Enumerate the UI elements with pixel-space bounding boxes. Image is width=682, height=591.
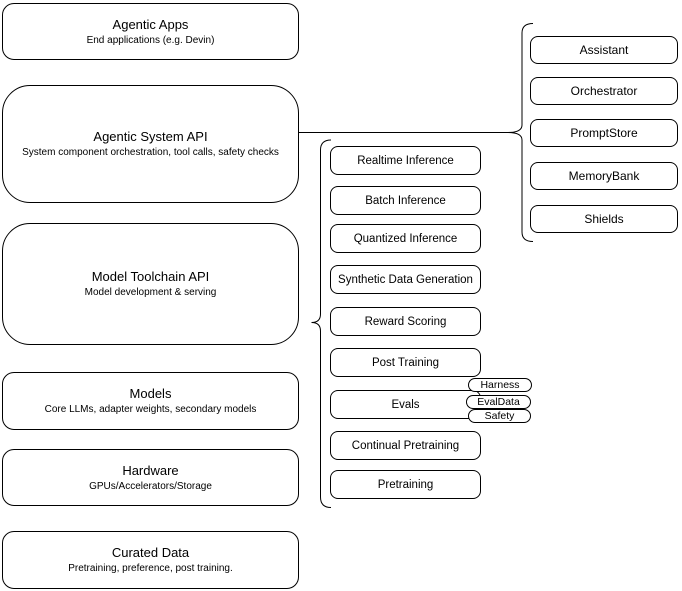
box-subtitle: System component orchestration, tool cal… — [22, 147, 279, 158]
toolchain-item-continual-pretraining: Continual Pretraining — [330, 431, 481, 460]
toolchain-bracket — [311, 139, 332, 508]
toolchain-item-pretraining: Pretraining — [330, 470, 481, 499]
system-item-orchestrator: Orchestrator — [530, 77, 678, 105]
box-subtitle: Pretraining, preference, post training. — [68, 563, 233, 574]
box-title: Agentic Apps — [112, 16, 189, 32]
stack-box-agentic-system-api: Agentic System API System component orch… — [2, 85, 299, 203]
stack-box-models: Models Core LLMs, adapter weights, secon… — [2, 372, 299, 430]
toolchain-item-evals: Evals — [330, 390, 481, 419]
system-item-assistant: Assistant — [530, 36, 678, 64]
toolchain-item-realtime-inference: Realtime Inference — [330, 146, 481, 175]
toolchain-item-post-training: Post Training — [330, 348, 481, 377]
toolchain-item-batch-inference: Batch Inference — [330, 186, 481, 215]
stack-box-curated-data: Curated Data Pretraining, preference, po… — [2, 531, 299, 589]
stack-box-hardware: Hardware GPUs/Accelerators/Storage — [2, 449, 299, 506]
box-title: Models — [129, 386, 172, 401]
box-subtitle: GPUs/Accelerators/Storage — [89, 480, 212, 492]
box-title: Hardware — [122, 462, 179, 478]
toolchain-item-synthetic-data-generation: Synthetic Data Generation — [330, 265, 481, 294]
toolchain-item-reward-scoring: Reward Scoring — [330, 307, 481, 336]
box-subtitle: End applications (e.g. Devin) — [86, 34, 215, 46]
box-title: Agentic System API — [93, 129, 208, 144]
evals-tag-safety: Safety — [468, 409, 531, 423]
system-item-memorybank: MemoryBank — [530, 162, 678, 190]
box-subtitle: Model development & serving — [84, 287, 217, 298]
stack-box-model-toolchain-api: Model Toolchain API Model development & … — [2, 223, 299, 345]
box-title: Model Toolchain API — [91, 269, 210, 284]
stack-box-agentic-apps: Agentic Apps End applications (e.g. Devi… — [2, 3, 299, 60]
evals-tag-evaldata: EvalData — [466, 395, 531, 409]
system-item-promptstore: PromptStore — [530, 119, 678, 147]
evals-tag-harness: Harness — [468, 378, 532, 392]
toolchain-item-quantized-inference: Quantized Inference — [330, 224, 481, 253]
box-subtitle: Core LLMs, adapter weights, secondary mo… — [44, 404, 257, 415]
box-title: Curated Data — [111, 545, 190, 560]
system-item-shields: Shields — [530, 205, 678, 233]
